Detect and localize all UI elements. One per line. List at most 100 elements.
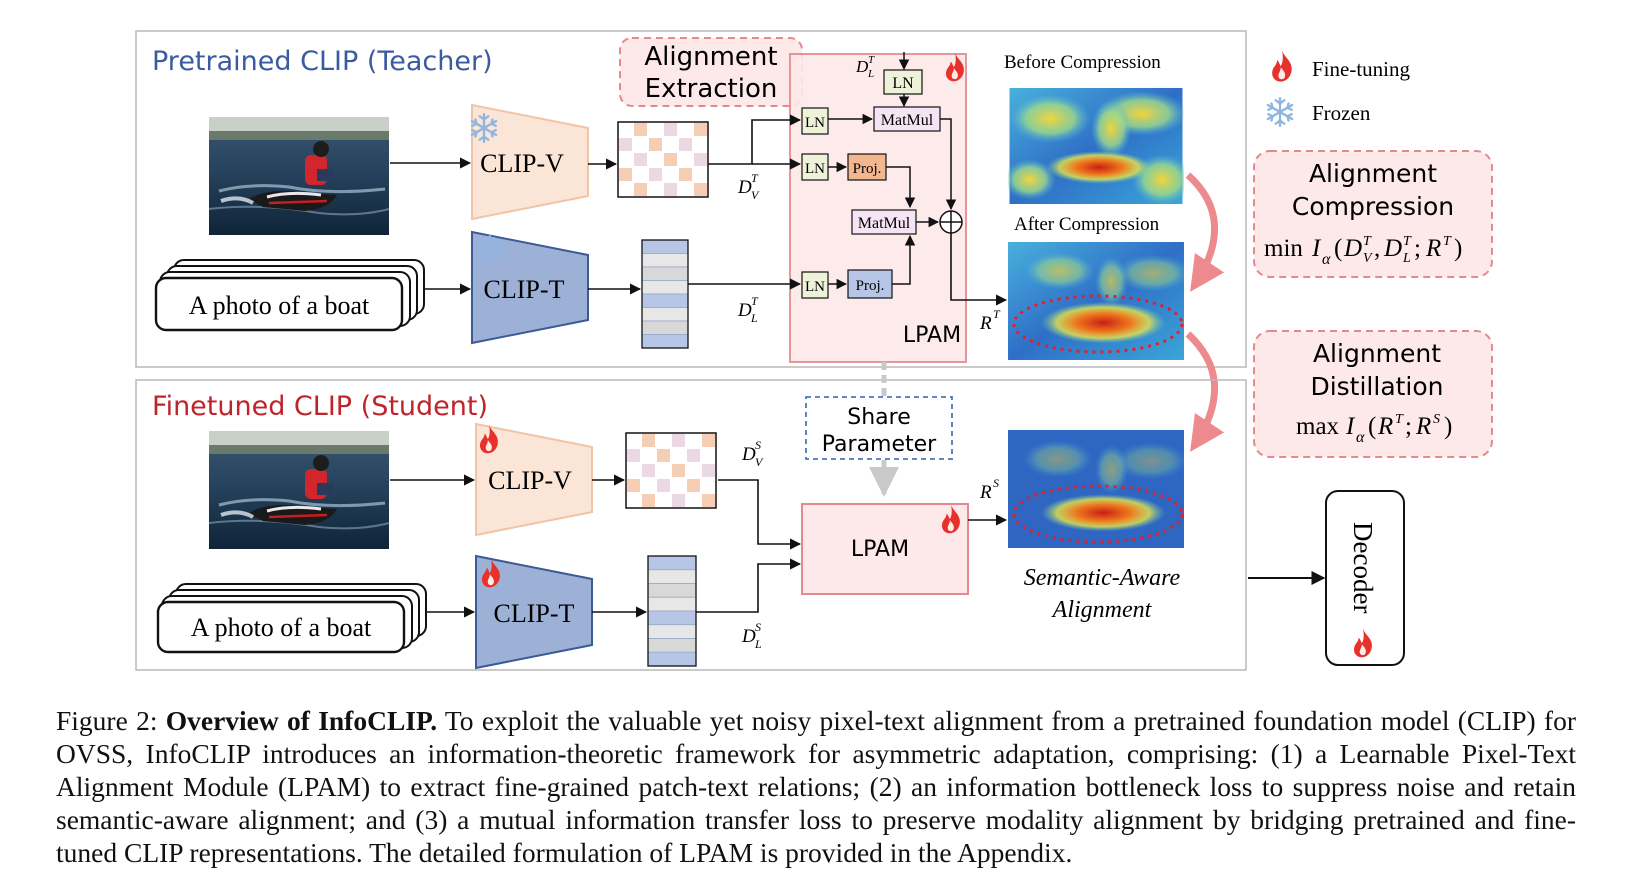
grid-cell	[619, 138, 632, 151]
svg-text:,: ,	[1374, 235, 1380, 262]
grid-cell	[702, 434, 715, 447]
embedding-cell	[641, 320, 689, 335]
text-prompt-teacher: A photo of a boat	[189, 291, 370, 320]
ln-v1-label: LN	[805, 115, 825, 131]
svg-text:I: I	[1311, 235, 1322, 262]
embedding-cell	[641, 293, 689, 308]
ln-top	[883, 69, 923, 95]
ln-l-label: LN	[805, 279, 825, 295]
dlt-top-label: D T L	[855, 54, 875, 80]
grid-cell	[634, 153, 647, 166]
boat-image-student	[209, 431, 389, 549]
grid-cell	[634, 138, 647, 151]
embedding-cell	[647, 624, 697, 639]
boat-image-teacher	[209, 117, 389, 235]
decoder-box	[1325, 490, 1405, 666]
text-embedding-teacher	[641, 239, 689, 349]
svg-text:R: R	[1415, 413, 1431, 440]
grid-cell	[694, 123, 707, 136]
grid-cell	[679, 123, 692, 136]
grid-cell	[687, 464, 700, 477]
highlight-ellipse-teacher	[1012, 294, 1184, 354]
embedding-cell	[641, 239, 689, 254]
embedding-cell	[641, 280, 689, 295]
grid-cell	[649, 153, 662, 166]
grid-cell	[664, 138, 677, 151]
grid-cell	[664, 168, 677, 181]
proj-v-label: Proj.	[853, 161, 882, 177]
compression-arrow	[1185, 172, 1225, 292]
embedding-cell	[641, 334, 689, 349]
heatmap-student	[1008, 430, 1184, 548]
text-embedding-student	[647, 555, 697, 667]
grid-cell	[657, 449, 670, 462]
matmul-mid-label: MatMul	[858, 215, 911, 232]
svg-text:T: T	[1395, 412, 1404, 427]
svg-text:;: ;	[1414, 235, 1421, 262]
svg-text:min: min	[1264, 235, 1303, 262]
semantic-aware-line1: Semantic-Aware	[1024, 565, 1181, 591]
grid-cell	[619, 168, 632, 181]
grid-cell	[672, 494, 685, 507]
grid-cell	[627, 434, 640, 447]
grid-cell	[642, 464, 655, 477]
embedding-cell	[647, 583, 697, 598]
svg-text:D: D	[737, 300, 752, 321]
caption-prefix: Figure 2:	[56, 705, 166, 736]
grid-cell	[679, 153, 692, 166]
svg-text:S: S	[755, 438, 761, 452]
alignment-compression-box	[1253, 150, 1493, 278]
svg-text:L: L	[750, 311, 758, 325]
lpam-teacher-box	[789, 53, 967, 363]
grid-cell	[702, 449, 715, 462]
svg-text:): )	[1454, 235, 1462, 262]
lpam-student-label: LPAM	[851, 537, 909, 562]
svg-text:max: max	[1296, 413, 1340, 440]
svg-text:α: α	[1356, 429, 1365, 446]
grid-cell	[642, 449, 655, 462]
lpam-teacher-label: LPAM	[903, 323, 961, 348]
grid-cell	[634, 168, 647, 181]
embedding-cell	[641, 307, 689, 322]
dvs-label: D S V	[741, 438, 764, 469]
grid-cell	[694, 153, 707, 166]
text-prompt-stack-student: A photo of a boat	[156, 583, 427, 654]
add-operator	[939, 210, 963, 234]
text-prompt-student: A photo of a boat	[191, 613, 372, 642]
svg-text:R: R	[979, 313, 992, 334]
grid-cell	[649, 138, 662, 151]
grid-cell	[657, 464, 670, 477]
grid-cell	[627, 479, 640, 492]
clip-v-student	[475, 422, 593, 537]
distillation-formula: max I α ( R T ; R S )	[1296, 412, 1452, 446]
svg-text:L: L	[867, 68, 874, 80]
svg-text:S: S	[755, 620, 761, 634]
legend-frozen: Frozen	[1312, 101, 1371, 125]
grid-cell	[649, 168, 662, 181]
grid-cell	[657, 479, 670, 492]
grid-cell	[702, 464, 715, 477]
svg-text:D: D	[741, 444, 756, 465]
grid-cell	[679, 138, 692, 151]
text-prompt-stack-teacher: A photo of a boat	[154, 259, 425, 332]
embedding-cell	[647, 596, 697, 612]
ln-l	[801, 271, 829, 299]
compression-formula: min I α ( D T V , D T L ; R T )	[1264, 234, 1462, 268]
svg-text:D: D	[1343, 235, 1362, 262]
ln-v2-label: LN	[805, 161, 825, 177]
clip-v-student-label: CLIP-V	[488, 466, 572, 495]
grid-cell	[657, 434, 670, 447]
grid-cell	[619, 153, 632, 166]
share-parameter-line2: Parameter	[822, 432, 937, 457]
svg-text:T: T	[868, 54, 875, 66]
grid-cell	[642, 479, 655, 492]
svg-text:): )	[1444, 413, 1452, 440]
svg-text:;: ;	[1405, 413, 1412, 440]
svg-text:D: D	[737, 177, 752, 198]
svg-text:L: L	[1402, 251, 1411, 266]
grid-cell	[649, 123, 662, 136]
grid-cell	[694, 183, 707, 196]
lpam-student-box	[801, 503, 969, 595]
caption-title: Overview of InfoCLIP.	[165, 705, 438, 736]
matmul-top-label: MatMul	[881, 112, 934, 129]
